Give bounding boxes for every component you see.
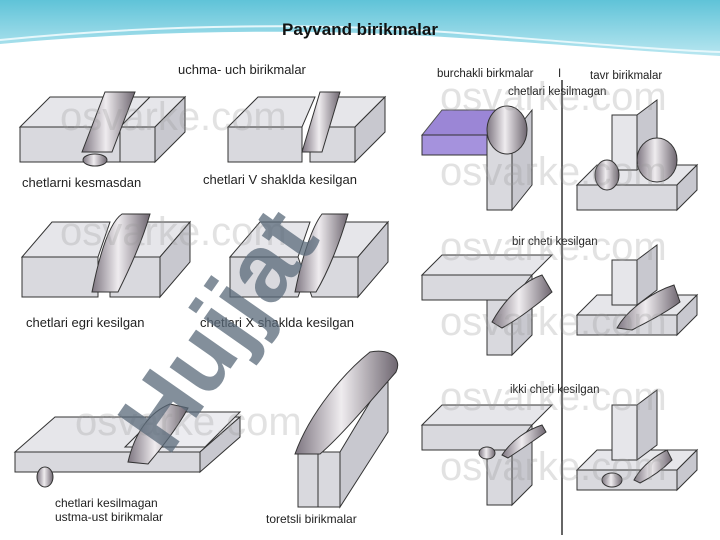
caption-v-groove: chetlari V shaklda kesilgan bbox=[203, 172, 357, 187]
tee-joint-plain bbox=[575, 99, 699, 212]
site-watermark: osvarke.com bbox=[440, 225, 667, 269]
tee-joint-single-bevel bbox=[575, 244, 699, 337]
joint-edge bbox=[294, 350, 399, 509]
row-label-single-bevel: bir cheti kesilgan bbox=[512, 236, 598, 248]
butt-joints-panel: uchma- uch birikmalar chetlarni kesmasda… bbox=[10, 52, 405, 535]
site-watermark: osvarke.com bbox=[440, 75, 667, 119]
corner-joint-double-bevel bbox=[420, 404, 554, 507]
tee-joint-double-bevel bbox=[575, 389, 699, 492]
butt-joints-heading: uchma- uch birikmalar bbox=[178, 62, 306, 77]
site-watermark: osvarke.com bbox=[440, 445, 667, 489]
corner-joints-heading: burchakli birkmalar bbox=[437, 68, 534, 80]
joint-plain-butt bbox=[18, 91, 187, 167]
row-label-double-bevel: ikki cheti kesilgan bbox=[510, 384, 600, 396]
butt-joints-illustration bbox=[13, 91, 399, 509]
joint-v-groove bbox=[226, 91, 387, 164]
joint-lap bbox=[13, 403, 242, 488]
caption-no-edge-prep: chetlarni kesmasdan bbox=[22, 175, 142, 190]
tee-joints-heading: tavr birikmalar bbox=[590, 70, 663, 82]
corner-joint-single-bevel bbox=[420, 254, 554, 357]
row-label-no-prep: chetlari kesilmagan bbox=[508, 86, 607, 98]
caption-lap-line-1: chetlari kesilmagan bbox=[55, 496, 158, 510]
caption-curved-groove: chetlari egri kesilgan bbox=[26, 315, 145, 330]
joint-curved-groove bbox=[20, 213, 192, 299]
caption-x-groove: chetlari X shaklda kesilgan bbox=[200, 315, 354, 330]
corner-joint-plain bbox=[420, 105, 533, 212]
corner-tee-panel: burchakli birkmalar I tavr birikmalar ch… bbox=[412, 60, 712, 535]
joint-x-groove bbox=[228, 213, 390, 299]
caption-lap-joint: chetlari kesilmagan ustma-ust birikmalar bbox=[55, 496, 163, 524]
caption-lap-line-2: ustma-ust birikmalar bbox=[55, 510, 164, 524]
site-watermark: osvarke.com bbox=[75, 400, 302, 444]
top-band-decoration bbox=[0, 0, 720, 60]
site-watermark: osvarke.com bbox=[440, 375, 667, 419]
corner-tee-illustration bbox=[420, 80, 699, 535]
site-watermark: osvarke.com bbox=[440, 150, 667, 194]
heading-separator: I bbox=[558, 68, 562, 80]
site-watermark: osvarke.com bbox=[440, 300, 667, 344]
slide-title: Payvand birikmalar bbox=[282, 20, 438, 39]
site-watermark: osvarke.com bbox=[60, 210, 287, 254]
caption-edge-joint: toretsli birikmalar bbox=[266, 512, 357, 526]
site-watermark: osvarke.com bbox=[60, 95, 287, 139]
